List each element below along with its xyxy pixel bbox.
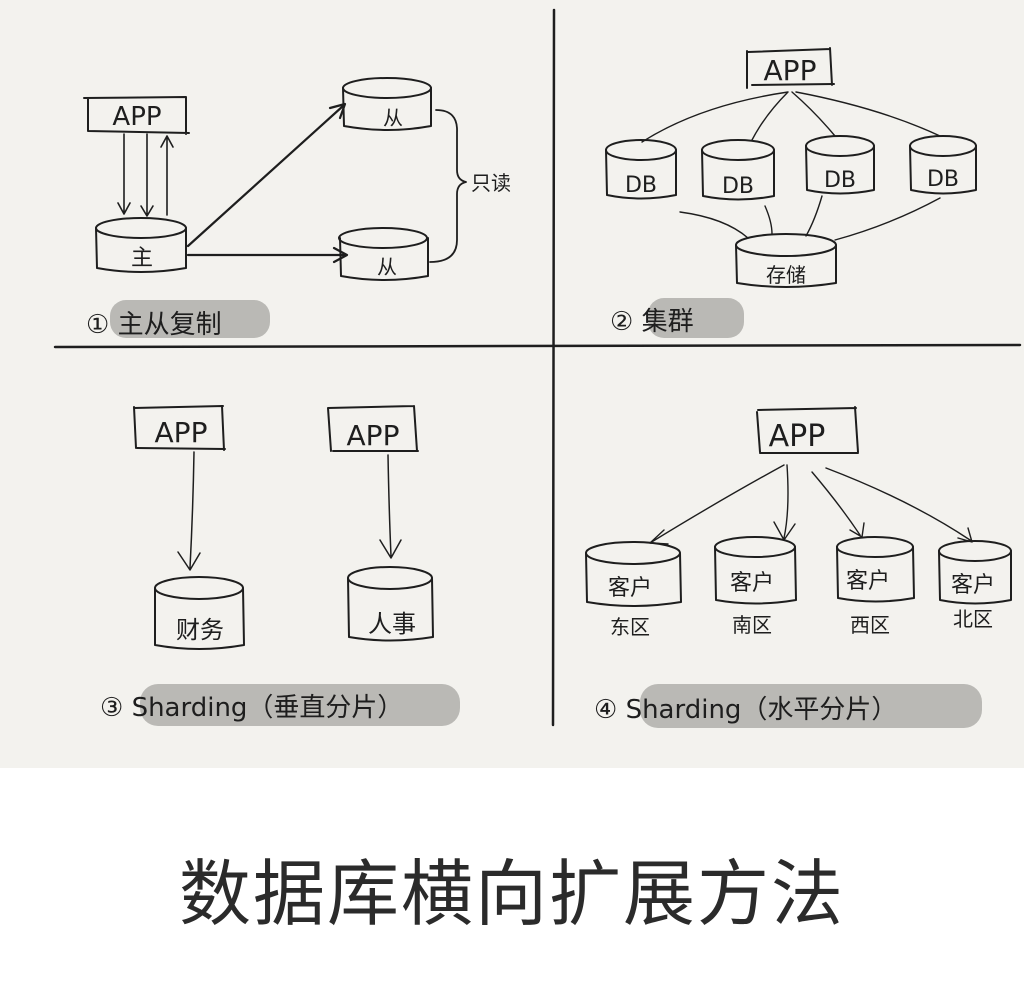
- app1-label: APP: [155, 416, 208, 449]
- quadrant2-title: ② 集群: [610, 307, 694, 337]
- arrow-app1-to-finance: [177, 451, 201, 571]
- shard-west: 客户 西区: [836, 536, 915, 637]
- arrow-to-south: [773, 464, 796, 541]
- finance-label: 财务: [176, 616, 224, 644]
- shard3-label: 客户: [846, 569, 890, 594]
- arrow-to-north: [825, 467, 973, 543]
- arrow-master-to-slave1: [186, 102, 347, 248]
- shard4-label: 客户: [951, 573, 995, 598]
- db-node-3: DB: [805, 135, 875, 195]
- quadrant1-title: ① 主从复制: [86, 310, 222, 340]
- slave2-label: 从: [377, 255, 397, 279]
- db2-label: DB: [722, 174, 754, 199]
- app-label: APP: [112, 102, 161, 132]
- db-node-1: DB: [605, 139, 677, 200]
- title-highlight: [110, 300, 270, 338]
- arrow-app-to-master-2: [140, 133, 154, 217]
- app-box: [756, 406, 859, 454]
- region2-label: 南区: [732, 613, 772, 637]
- horizontal-divider: [53, 343, 1022, 349]
- db4-label: DB: [927, 167, 959, 192]
- quadrant4-title: ④ Sharding（水平分片）: [594, 695, 897, 725]
- quadrant-vertical-sharding: APP 财务 APP 人事 ③ Sharding（垂直分片）: [100, 405, 460, 726]
- arrow-master-to-app: [160, 135, 174, 216]
- storage-db-top: [735, 233, 837, 257]
- slave1-db-top: [342, 77, 432, 99]
- quadrant-cluster: APP DB DB DB DB 存储 ② 集: [605, 47, 977, 338]
- slave2-db-body: [339, 237, 429, 281]
- region1-label: 东区: [610, 615, 650, 639]
- quadrant3-title: ③ Sharding（垂直分片）: [100, 693, 403, 723]
- shard2-label: 客户: [730, 571, 774, 596]
- hr-label: 人事: [368, 610, 416, 638]
- app-to-db-lines: [641, 91, 941, 143]
- hr-db-top: [347, 566, 433, 590]
- arrow-app2-to-hr: [379, 454, 402, 559]
- readonly-label: 只读: [471, 171, 511, 195]
- slave2-db-top: [338, 227, 428, 249]
- db3-label: DB: [824, 168, 856, 193]
- db-to-storage-lines: [679, 195, 941, 241]
- title-highlight: [640, 684, 982, 728]
- master-db-top: [95, 217, 187, 239]
- shard-east: 客户 东区: [585, 541, 682, 639]
- whiteboard-sketch: APP 主 从 从 只读 ① 主从复制 APP: [0, 0, 1024, 768]
- arrow-to-west: [811, 471, 865, 538]
- slave1-label: 从: [383, 106, 403, 130]
- app1-box: [133, 405, 226, 451]
- region4-label: 北区: [953, 607, 993, 631]
- title-highlight: [648, 298, 744, 338]
- shard-south: 客户 南区: [714, 536, 797, 637]
- hr-db-body: [347, 577, 434, 642]
- shard-north: 客户 北区: [938, 540, 1012, 631]
- app-box: [83, 96, 190, 135]
- sketch-canvas: APP 主 从 从 只读 ① 主从复制 APP: [53, 8, 1022, 728]
- caption-title: 数据库横向扩展方法: [178, 851, 845, 936]
- master-label: 主: [131, 246, 153, 271]
- arrow-master-to-slave2: [186, 246, 349, 264]
- finance-db-top: [154, 576, 244, 600]
- readonly-brace: [429, 109, 467, 263]
- slave1-db-body: [342, 87, 432, 131]
- arrow-app-to-master: [117, 133, 131, 215]
- shard1-label: 客户: [608, 576, 652, 601]
- master-db-body: [95, 227, 187, 273]
- db-node-4: DB: [909, 135, 977, 195]
- region3-label: 西区: [850, 613, 890, 637]
- app-box: [746, 47, 835, 89]
- title-highlight: [140, 684, 460, 726]
- storage-label: 存储: [766, 263, 806, 287]
- quadrant-horizontal-sharding: APP 客户 东区 客户 南区 客户 西区 客户 北区: [585, 406, 1012, 728]
- app-label: APP: [769, 419, 826, 454]
- app2-label: APP: [347, 419, 400, 452]
- quadrant-master-slave: APP 主 从 从 只读 ① 主从复制: [83, 77, 511, 340]
- storage-db-body: [735, 244, 837, 288]
- db-node-2: DB: [701, 139, 775, 201]
- vertical-divider: [551, 8, 556, 727]
- arrow-to-east: [649, 464, 785, 545]
- db1-label: DB: [625, 173, 657, 198]
- finance-db-body: [154, 587, 245, 650]
- app2-box: [327, 405, 419, 452]
- app-label: APP: [764, 54, 817, 87]
